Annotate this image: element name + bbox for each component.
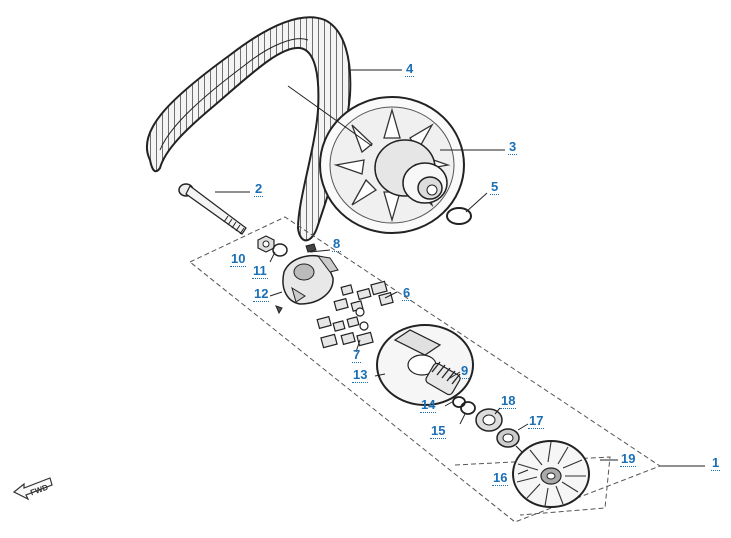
movable-sheave [376,324,474,406]
callout-10[interactable]: 10 [230,251,247,267]
thrust-ring [452,396,466,408]
callout-18[interactable]: 18 [500,393,517,409]
slider-set [333,280,394,312]
bearing [475,408,503,432]
roller-set [316,307,374,349]
callout-14[interactable]: 14 [420,397,437,413]
fixed-sheave-fan [512,440,590,508]
callout-17[interactable]: 17 [528,413,545,429]
callout-19[interactable]: 19 [620,451,637,467]
drive-belt [145,16,352,242]
clutch-spring [425,361,461,396]
callout-2[interactable]: 2 [254,181,264,197]
callout-11[interactable]: 11 [252,263,268,279]
callout-12[interactable]: 12 [253,286,270,302]
bolt [178,183,247,235]
o-ring [446,207,472,225]
callout-1[interactable]: 1 [711,455,721,471]
callout-9[interactable]: 9 [460,363,470,379]
callout-6[interactable]: 6 [402,285,412,301]
callout-15[interactable]: 15 [430,423,447,439]
nut [257,235,275,253]
spider-cam [282,254,339,305]
callout-16[interactable]: 16 [492,470,509,486]
callout-5[interactable]: 5 [490,179,500,195]
washer [272,243,288,257]
callout-8[interactable]: 8 [332,236,342,252]
forward-direction-arrow-icon: FWD [12,477,53,501]
spacer-ring [460,401,476,415]
callout-13[interactable]: 13 [352,367,369,383]
small-clip [275,305,283,315]
spring-pin [305,243,317,253]
leader-lines [215,69,705,475]
sleeve [496,428,523,453]
callout-7[interactable]: 7 [352,347,362,363]
callout-3[interactable]: 3 [508,139,518,155]
callout-4[interactable]: 4 [405,61,415,77]
driven-clutch [319,96,465,234]
